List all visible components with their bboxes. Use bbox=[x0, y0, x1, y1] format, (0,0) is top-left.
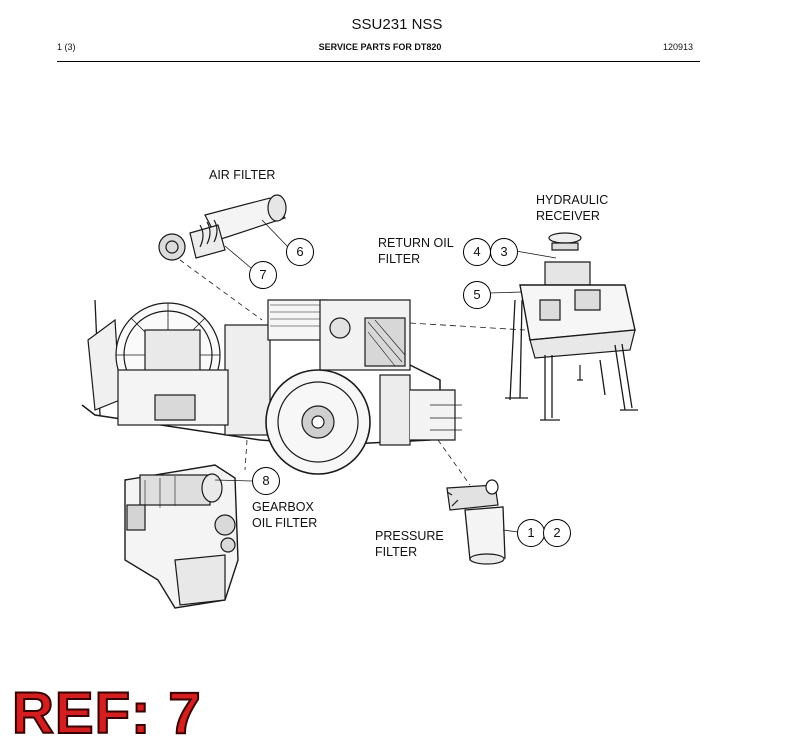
callout-7: 7 bbox=[249, 261, 277, 289]
header-rule bbox=[57, 61, 700, 62]
callout-6: 6 bbox=[286, 238, 314, 266]
page-number: 1 (3) bbox=[57, 42, 76, 52]
label-gearbox-oil-filter-line2: OIL FILTER bbox=[252, 516, 318, 530]
document-code: 120913 bbox=[663, 42, 694, 52]
callout-1: 1 bbox=[517, 519, 545, 547]
label-gearbox-oil-filter-line1: GEARBOX bbox=[252, 500, 314, 514]
document-subtitle: SERVICE PARTS FOR DT820 bbox=[318, 42, 442, 52]
callout-2: 2 bbox=[543, 519, 571, 547]
pressure-filter-drawing bbox=[446, 479, 506, 565]
label-hydraulic-receiver-line2: RECEIVER bbox=[536, 209, 600, 223]
callout-8: 8 bbox=[252, 467, 280, 495]
label-pressure-filter-line2: FILTER bbox=[375, 545, 418, 559]
callout-5: 5 bbox=[463, 281, 491, 309]
gearbox-drawing bbox=[124, 464, 239, 609]
label-hydraulic-receiver-line1: HYDRAULIC bbox=[536, 193, 609, 207]
hydraulic-receiver-drawing bbox=[505, 232, 638, 421]
callout-4: 4 bbox=[463, 238, 491, 266]
label-return-oil-filter-line1: RETURN OIL bbox=[378, 236, 454, 250]
label-pressure-filter-line1: PRESSURE bbox=[375, 529, 444, 543]
air-filter-drawing bbox=[158, 194, 287, 261]
label-return-oil-filter-line2: FILTER bbox=[378, 252, 421, 266]
label-air-filter: AIR FILTER bbox=[209, 168, 276, 182]
ref-stamp: REF: 7 bbox=[11, 681, 202, 746]
machine-body-drawing bbox=[81, 299, 462, 475]
document-title: SSU231 NSS bbox=[351, 16, 443, 33]
callout-3: 3 bbox=[490, 238, 518, 266]
